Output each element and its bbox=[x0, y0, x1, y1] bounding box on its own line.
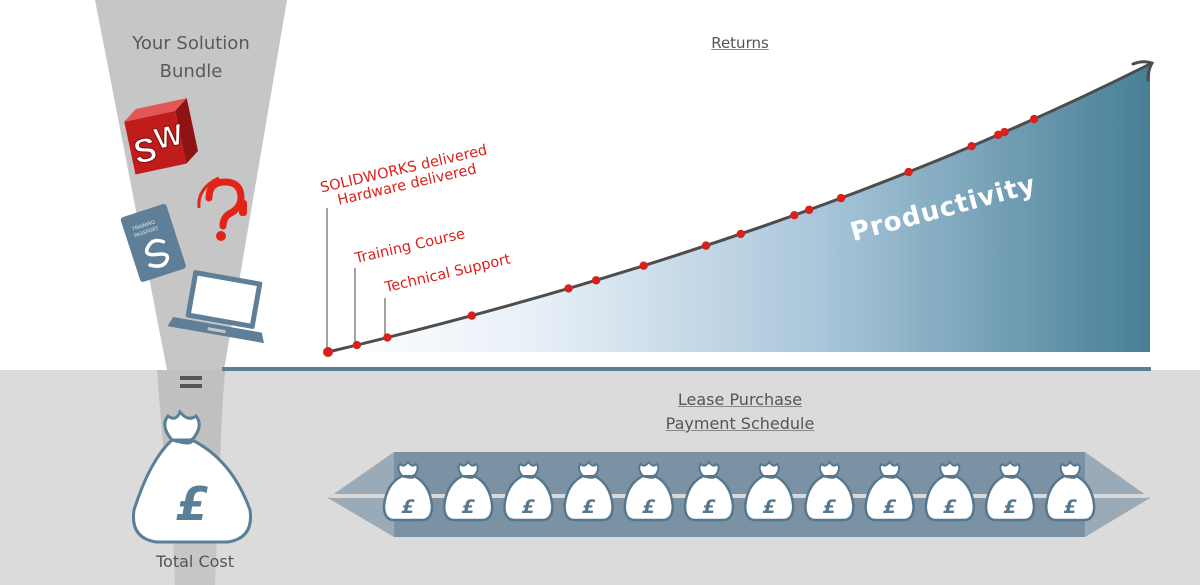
payment-moneybag-icon: £ bbox=[743, 460, 795, 522]
currency-symbol: £ bbox=[582, 496, 596, 518]
event-dot bbox=[467, 311, 477, 320]
event-dot bbox=[904, 167, 913, 177]
payment-moneybag-icon: £ bbox=[563, 460, 614, 522]
currency-symbol: £ bbox=[462, 496, 476, 518]
payment-moneybag-icon: £ bbox=[1044, 460, 1096, 522]
event-dot bbox=[1029, 114, 1039, 124]
currency-symbol: £ bbox=[763, 496, 777, 518]
returns-curve bbox=[327, 62, 1151, 354]
event-dot bbox=[993, 130, 1003, 140]
currency-symbol: £ bbox=[401, 496, 415, 518]
event-dot bbox=[736, 229, 745, 239]
payment-moneybag-icon: £ bbox=[442, 460, 494, 522]
currency-symbol: £ bbox=[883, 496, 897, 518]
payment-moneybag-icon: £ bbox=[683, 460, 735, 522]
payment-moneybag-icon: £ bbox=[924, 460, 976, 522]
lease-schedule-title: Lease Purchase Payment Schedule bbox=[600, 388, 880, 436]
solution-bundle-title-line2: Bundle bbox=[159, 61, 223, 82]
support-headset-icon bbox=[197, 176, 247, 241]
total-cost-moneybag-icon: £ bbox=[131, 409, 253, 544]
total-cost-label: Total Cost bbox=[155, 552, 235, 571]
payment-moneybag-icon: £ bbox=[864, 460, 915, 522]
solution-bundle-title-line1: Your Solution bbox=[132, 33, 250, 54]
lease-title-line2: Payment Schedule bbox=[665, 414, 815, 433]
event-dot bbox=[701, 241, 711, 250]
returns-baseline bbox=[222, 367, 1151, 371]
event-dot bbox=[967, 141, 976, 151]
currency-symbol: £ bbox=[1003, 496, 1017, 518]
event-dot bbox=[790, 211, 799, 220]
currency-symbol: £ bbox=[642, 496, 656, 518]
currency-symbol: £ bbox=[522, 496, 536, 518]
productivity-area bbox=[328, 64, 1150, 352]
event-dot bbox=[383, 333, 392, 342]
lease-title-line1: Lease Purchase bbox=[677, 390, 803, 409]
payment-moneybag-icon: £ bbox=[623, 460, 675, 522]
laptop-icon bbox=[167, 270, 265, 344]
payment-moneybag-icon: £ bbox=[984, 460, 1036, 522]
solution-bundle-title: Your Solution Bundle bbox=[95, 30, 287, 86]
currency-symbol: £ bbox=[1064, 496, 1078, 518]
currency-symbol: £ bbox=[702, 496, 716, 518]
event-dot bbox=[323, 347, 333, 357]
event-dot bbox=[804, 205, 814, 215]
payment-moneybag-icon: £ bbox=[503, 460, 554, 522]
currency-symbol: £ bbox=[823, 496, 837, 518]
payment-moneybag-icon: £ bbox=[382, 460, 434, 522]
svg-text:£: £ bbox=[176, 477, 208, 531]
solidworks-logo-icon: S W bbox=[124, 98, 198, 175]
event-dot bbox=[591, 276, 601, 285]
arrowhead-icon bbox=[1131, 60, 1155, 82]
equals-sign bbox=[180, 372, 202, 392]
payment-moneybag-icon: £ bbox=[804, 460, 855, 522]
event-dot bbox=[352, 340, 362, 350]
event-dot bbox=[564, 284, 573, 293]
training-passport-icon: TRAINING PASSPORT bbox=[120, 203, 186, 282]
currency-symbol: £ bbox=[943, 496, 957, 518]
event-dot bbox=[836, 193, 846, 203]
event-dot bbox=[1000, 127, 1009, 137]
event-dot bbox=[639, 261, 648, 270]
returns-title: Returns bbox=[711, 34, 769, 52]
